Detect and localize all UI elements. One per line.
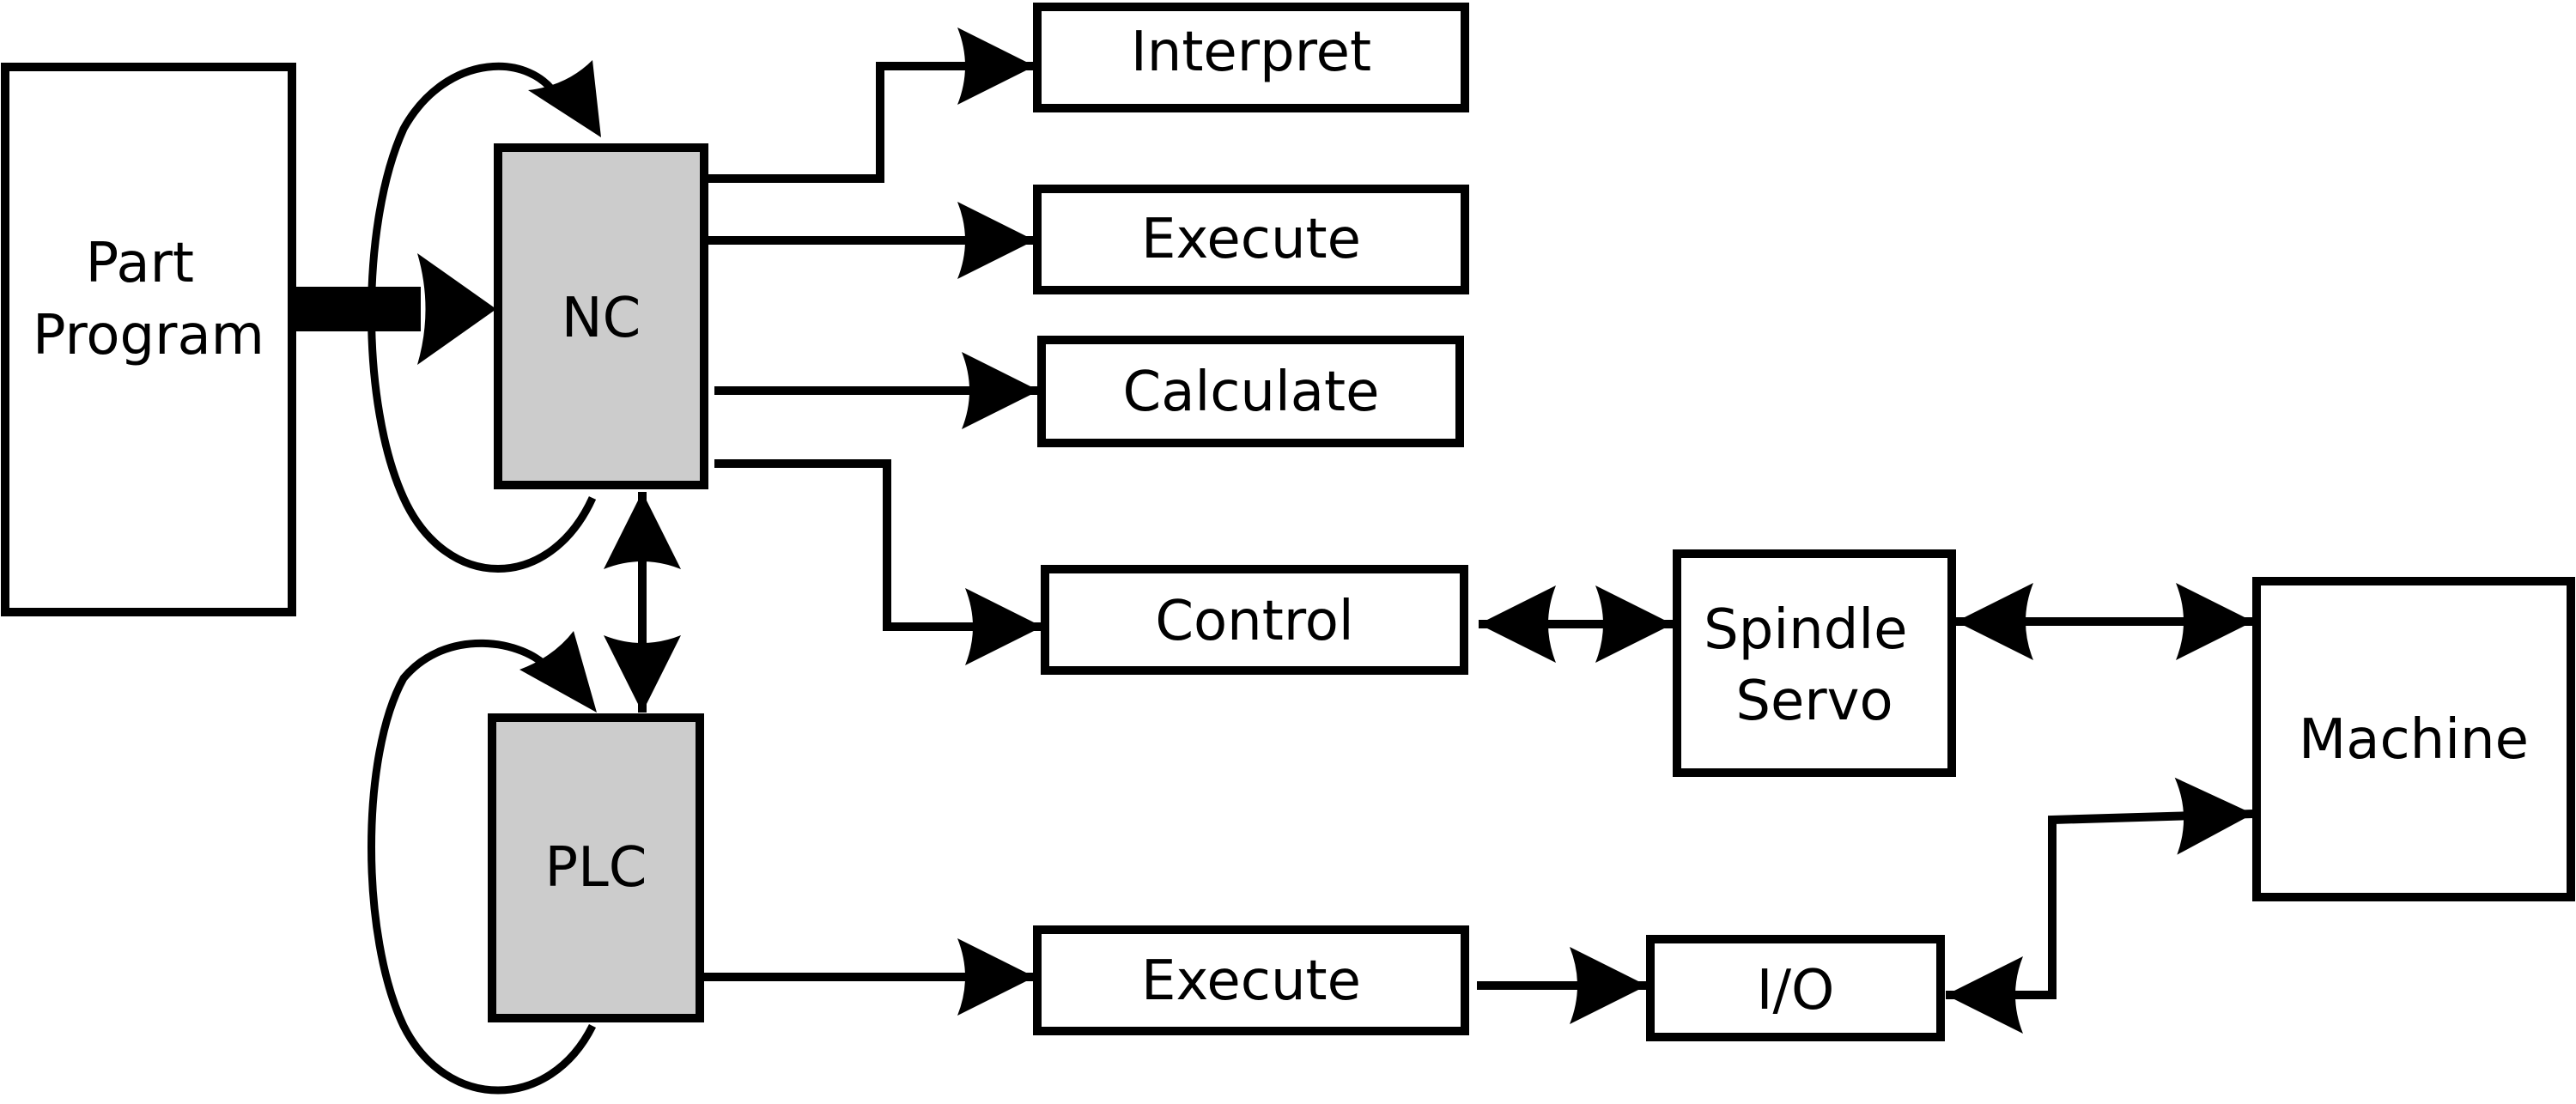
execute-nc-label: Execute: [1141, 208, 1361, 271]
machine-box: Machine: [2252, 577, 2575, 901]
nc-loop: [368, 60, 601, 573]
execute-nc-box: Execute: [1033, 185, 1469, 294]
execute-plc-label: Execute: [1141, 949, 1361, 1013]
interpret-box: Interpret: [1033, 3, 1469, 112]
spindle-servo-line-1: Spindle: [1704, 598, 1907, 662]
io-box: I/O: [1646, 935, 1945, 1041]
plc-label: PLC: [545, 836, 647, 900]
part-program-line-2: Program: [33, 304, 264, 367]
part-program-label: Part Program: [33, 232, 264, 367]
spindle-servo-label: Spindle Servo: [1704, 598, 1925, 733]
io-machine-bidirectional-arrow: [1946, 777, 2254, 1034]
plc-loop: [368, 631, 597, 1095]
control-label: Control: [1155, 590, 1353, 653]
nc-to-interpret-arrow: [708, 27, 1035, 183]
nc-to-control-arrow: [714, 459, 1042, 665]
machine-label: Machine: [2299, 708, 2529, 772]
io-label: I/O: [1757, 959, 1835, 1022]
execute-plc-box: Execute: [1033, 925, 1469, 1035]
part-program-line-1: Part: [86, 232, 194, 295]
plc-box: PLC: [488, 713, 704, 1022]
spindle-servo-line-2: Servo: [1735, 670, 1893, 733]
nc-label: NC: [562, 287, 641, 350]
interpret-label: Interpret: [1131, 21, 1371, 84]
spindle-servo-box: Spindle Servo: [1673, 549, 1956, 777]
calculate-box: Calculate: [1037, 336, 1464, 447]
part-program-to-nc-arrow: [292, 253, 496, 365]
control-box: Control: [1041, 565, 1468, 675]
calculate-label: Calculate: [1123, 361, 1380, 424]
part-program-box: Part Program: [1, 63, 296, 616]
nc-box: NC: [494, 143, 708, 489]
